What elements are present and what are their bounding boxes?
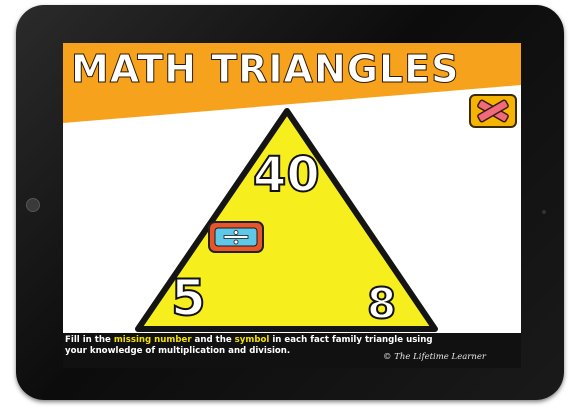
close-x-icon bbox=[477, 99, 509, 123]
camera-sensor bbox=[542, 210, 546, 214]
right-number: 8 bbox=[366, 279, 397, 328]
instr-part-2: and the bbox=[191, 335, 235, 345]
fact-triangle bbox=[135, 108, 438, 332]
home-button[interactable] bbox=[26, 198, 40, 212]
slide-screen: MATH TRIANGLES 40 5 8 Fill in the missin… bbox=[63, 43, 521, 368]
instr-part-3: in each fact family triangle using bbox=[269, 335, 433, 345]
instr-highlight-symbol: symbol bbox=[234, 335, 270, 345]
instr-line-2: your knowledge of multiplication and div… bbox=[65, 346, 291, 356]
division-symbol-button[interactable] bbox=[208, 221, 264, 253]
instructions-bar: Fill in the missing number and the symbo… bbox=[63, 333, 521, 368]
page-title: MATH TRIANGLES bbox=[71, 47, 460, 92]
top-number: 40 bbox=[252, 147, 321, 203]
left-number: 5 bbox=[170, 269, 207, 327]
credit-text: © The Lifetime Learner bbox=[383, 352, 486, 362]
instructions-text: Fill in the missing number and the symbo… bbox=[65, 335, 495, 357]
division-icon bbox=[214, 227, 258, 247]
title-banner bbox=[63, 43, 521, 123]
instr-part-1: Fill in the bbox=[65, 335, 114, 345]
close-button[interactable] bbox=[469, 94, 517, 128]
instr-highlight-missing-number: missing number bbox=[113, 335, 192, 345]
